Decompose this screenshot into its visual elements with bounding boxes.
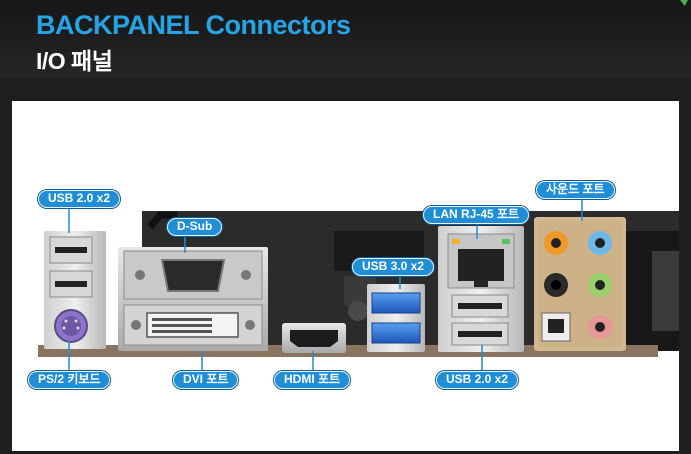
backpanel-photo: USB 2.0 x2 D-Sub LAN RJ-45 포트 사운드 포트 USB… [12, 101, 679, 451]
callout-usb30: USB 3.0 x2 [352, 258, 435, 276]
callout-usb20-left: USB 2.0 x2 [38, 190, 121, 208]
header: BACKPANEL Connectors I/O 패널 [0, 0, 691, 78]
callout-dvi: DVI 포트 [173, 371, 239, 389]
callout-hdmi: HDMI 포트 [274, 371, 351, 389]
backpanel-illustration [38, 199, 679, 373]
callout-sound: 사운드 포트 [536, 181, 615, 199]
page-title: BACKPANEL Connectors [36, 10, 351, 40]
audio-jack-orange [551, 238, 561, 248]
callout-usb20-right: USB 2.0 x2 [436, 371, 519, 389]
lan-port [458, 249, 504, 287]
callout-ps2: PS/2 키보드 [28, 371, 111, 389]
page-subtitle: I/O 패널 [36, 48, 113, 74]
dsub-port [160, 259, 226, 292]
audio-jack-black [551, 280, 561, 290]
brand-logo-icon [680, 0, 688, 6]
callout-dsub: D-Sub [167, 218, 223, 236]
callout-lan: LAN RJ-45 포트 [423, 206, 530, 224]
audio-jack-blue [595, 238, 605, 248]
audio-jack-pink [595, 322, 605, 332]
audio-jack-green [595, 280, 605, 290]
